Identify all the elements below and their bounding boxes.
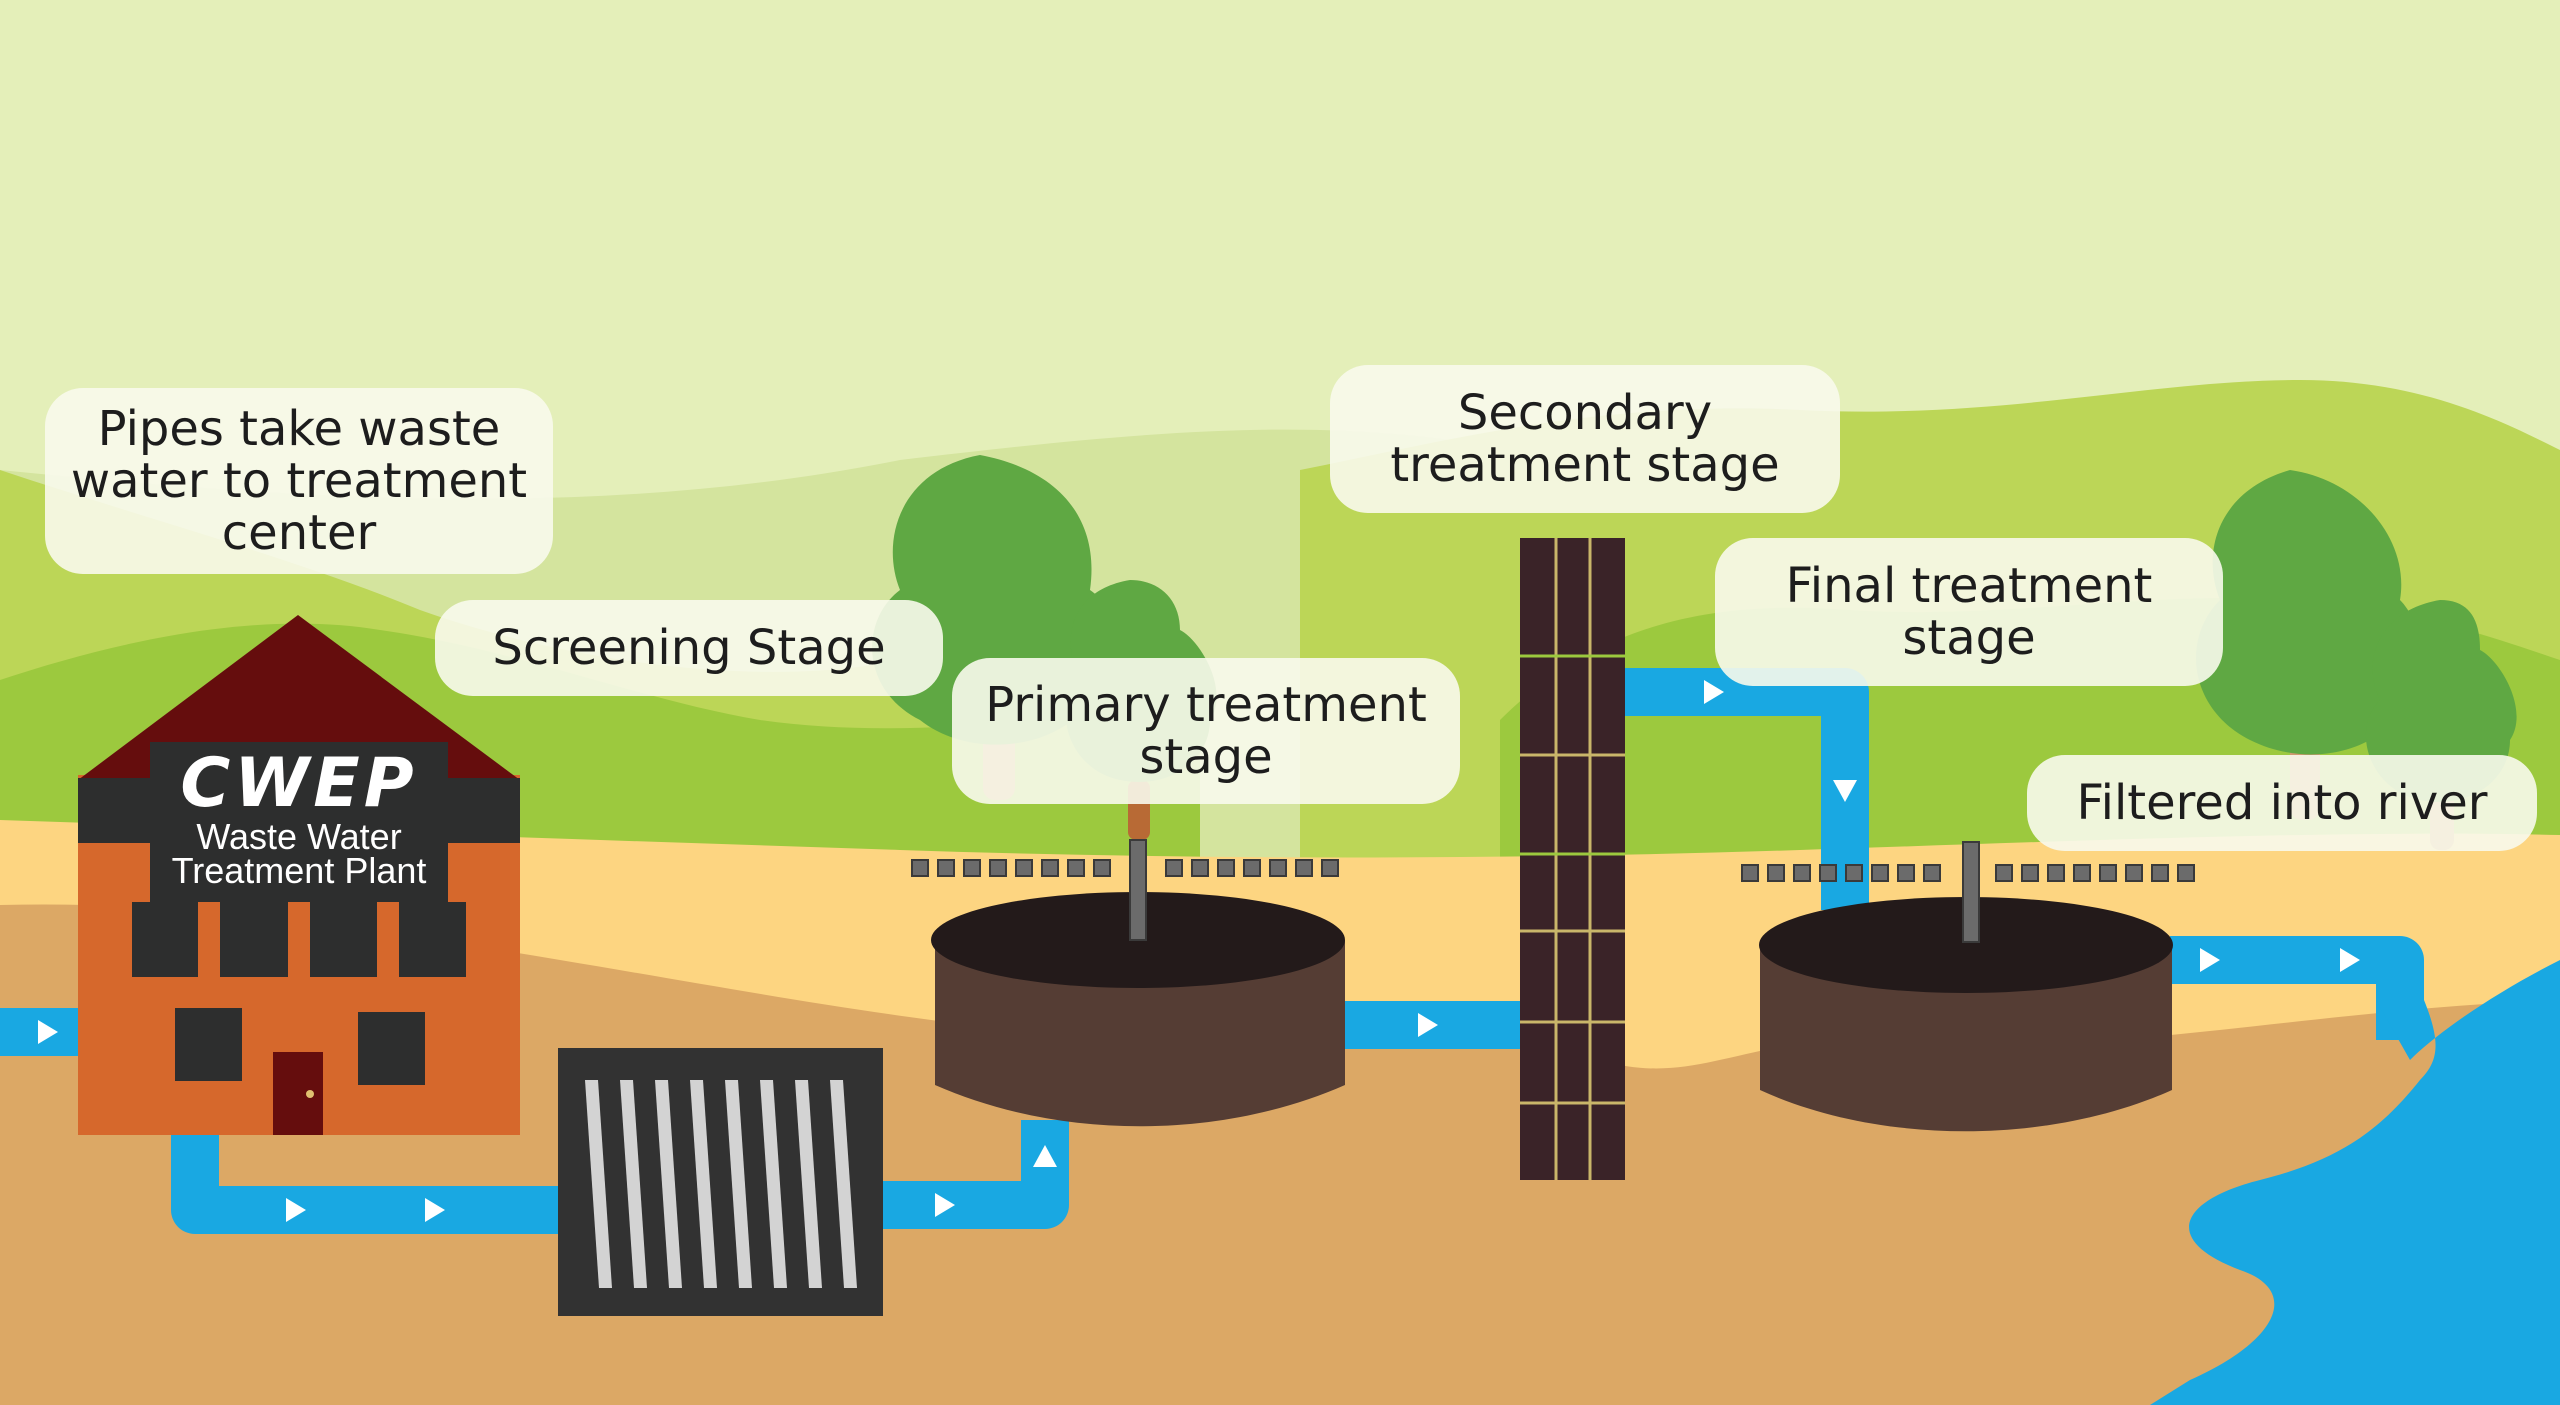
- primary-tank: [911, 839, 1345, 1127]
- building-sign: CWEP Waste Water Treatment Plant: [150, 744, 448, 891]
- label-pipes-text: Pipes take waste water to treatment cent…: [70, 401, 528, 561]
- flow-arrow-icon: [935, 1193, 955, 1217]
- label-river-text: Filtered into river: [2076, 775, 2488, 831]
- flow-arrow-icon: [2200, 948, 2220, 972]
- flow-arrow-icon: [1833, 780, 1857, 802]
- label-primary-text: Primary treatment stage: [985, 677, 1427, 785]
- label-screening-text: Screening Stage: [492, 620, 886, 676]
- label-secondary-text: Secondary treatment stage: [1390, 385, 1780, 493]
- flow-arrow-icon: [1418, 1013, 1438, 1037]
- flow-arrow-icon: [425, 1198, 445, 1222]
- label-final-text: Final treatment stage: [1785, 558, 2153, 666]
- label-secondary: Secondary treatment stage: [1330, 365, 1840, 513]
- final-tank-rail: [1741, 864, 2195, 882]
- flow-arrow-icon: [2340, 948, 2360, 972]
- primary-tank-rail: [911, 859, 1339, 877]
- secondary-tower: [1520, 538, 1625, 1180]
- building-door: [273, 1052, 323, 1135]
- flow-arrow-icon: [286, 1198, 306, 1222]
- flow-arrow-icon: [1033, 1145, 1057, 1167]
- label-primary: Primary treatment stage: [952, 658, 1460, 804]
- building-subtitle-line2: Treatment Plant: [171, 850, 427, 891]
- company-logo: CWEP: [180, 744, 418, 823]
- treatment-plant-building: [78, 615, 520, 1135]
- flow-arrow-icon: [38, 1020, 58, 1044]
- label-pipes: Pipes take waste water to treatment cent…: [45, 388, 553, 574]
- river: [2150, 960, 2560, 1405]
- label-river: Filtered into river: [2027, 755, 2537, 851]
- final-tank: [1741, 841, 2195, 1132]
- pipe-secondary-to-final: [1625, 668, 1869, 910]
- tree-group-right: [2196, 470, 2517, 850]
- building-subtitle-line1: Waste Water: [196, 816, 402, 857]
- building-roof: [78, 615, 520, 780]
- label-final: Final treatment stage: [1715, 538, 2223, 686]
- label-screening: Screening Stage: [435, 600, 943, 696]
- screening-grate: [558, 1048, 883, 1316]
- flow-arrows: [38, 680, 2360, 1222]
- flow-arrow-icon: [1704, 680, 1724, 704]
